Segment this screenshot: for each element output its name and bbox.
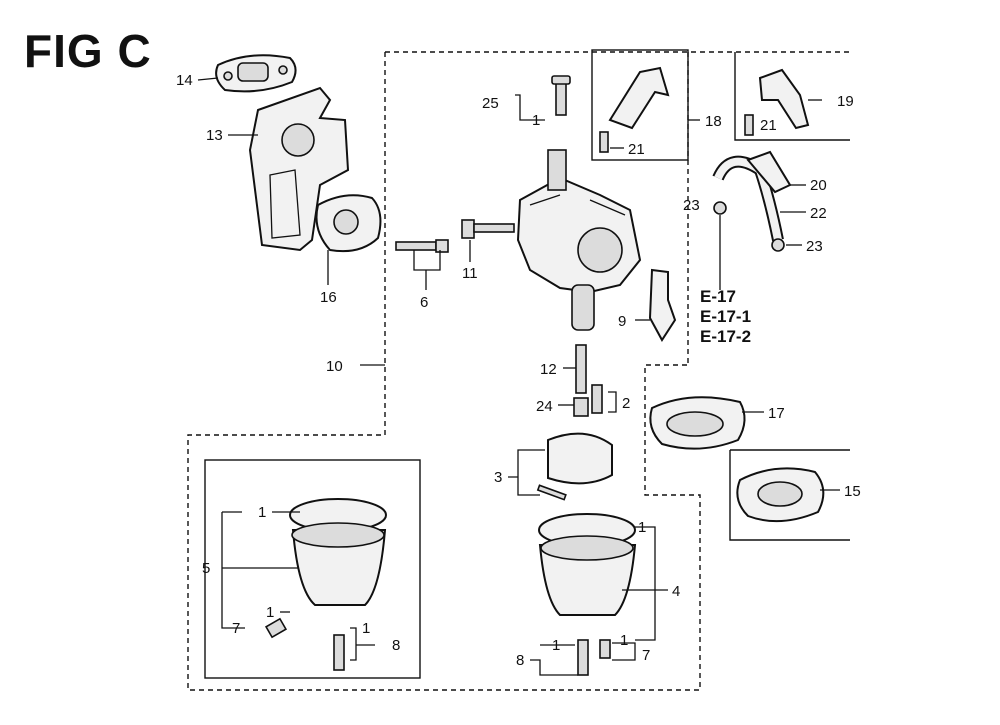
gasket-16: [315, 194, 382, 253]
label-21-choke: 21: [628, 141, 645, 158]
ref-e17-2: E-17-2: [700, 327, 751, 346]
gasket-14: [215, 54, 297, 93]
screw-25: [551, 75, 571, 116]
carburetor-frame: [187, 51, 850, 691]
label-18: 18: [705, 113, 722, 130]
label-left-1: 1: [258, 504, 266, 521]
label-24: 24: [536, 398, 553, 415]
label-23-upper: 23: [683, 197, 700, 214]
left-bowl-box: [204, 459, 421, 679]
label-right-1: 1: [638, 519, 646, 536]
label-25: 25: [482, 95, 499, 112]
label-21-throttle: 21: [760, 117, 777, 134]
label-6: 6: [420, 294, 428, 311]
label-14: 14: [176, 72, 193, 89]
label-10: 10: [326, 358, 343, 375]
label-11: 11: [462, 265, 478, 282]
label-19: 19: [837, 93, 854, 110]
label-right-8-sub: 1: [552, 637, 560, 654]
throttle-lever-box: [734, 52, 850, 141]
clip-23-upper: [713, 201, 727, 215]
label-2: 2: [622, 395, 630, 412]
label-right-7: 7: [642, 647, 650, 664]
label-25-sub: 1: [532, 112, 540, 129]
label-left-5: 5: [202, 560, 210, 577]
label-left-7: 7: [232, 620, 240, 637]
ref-e17: E-17: [700, 287, 736, 306]
fuel-tube-22: [712, 150, 792, 242]
label-9: 9: [618, 313, 626, 330]
label-23-lower: 23: [806, 238, 823, 255]
part-9: [648, 268, 677, 342]
pilot-screw-11: [461, 219, 515, 239]
label-left-8-sub: 1: [362, 620, 370, 637]
label-13: 13: [206, 127, 223, 144]
main-jet-12: [575, 344, 587, 394]
label-15: 15: [844, 483, 861, 500]
label-22: 22: [810, 205, 827, 222]
float-bowl-4: [538, 513, 637, 676]
float-3: [536, 432, 613, 501]
clip-23-lower: [771, 238, 785, 252]
carburetor-body-10: [516, 149, 642, 331]
figure-title: FIG C: [24, 25, 152, 77]
throttle-lever-19: [744, 68, 810, 136]
gasket-17: [649, 396, 746, 450]
bracket-13: [248, 86, 350, 252]
label-left-7-sub: 1: [266, 604, 274, 621]
leader-lines: [197, 77, 840, 676]
label-20: 20: [810, 177, 827, 194]
screw-set-6: [395, 239, 449, 253]
ref-e17-1: E-17-1: [700, 307, 751, 326]
choke-lever-box: [591, 49, 689, 161]
gasket-15-box: [729, 449, 850, 541]
label-right-8: 8: [516, 652, 524, 669]
label-3: 3: [494, 469, 502, 486]
float-bowl-5: [264, 498, 387, 671]
choke-lever-18: [599, 66, 670, 153]
label-12: 12: [540, 361, 557, 378]
label-17: 17: [768, 405, 785, 422]
label-right-7-sub: 1: [620, 632, 628, 649]
label-right-4: 4: [672, 583, 680, 600]
part-2: [591, 384, 603, 414]
label-16: 16: [320, 289, 337, 306]
gasket-15: [736, 467, 825, 523]
label-left-8: 8: [392, 637, 400, 654]
spring-24: [573, 397, 589, 417]
